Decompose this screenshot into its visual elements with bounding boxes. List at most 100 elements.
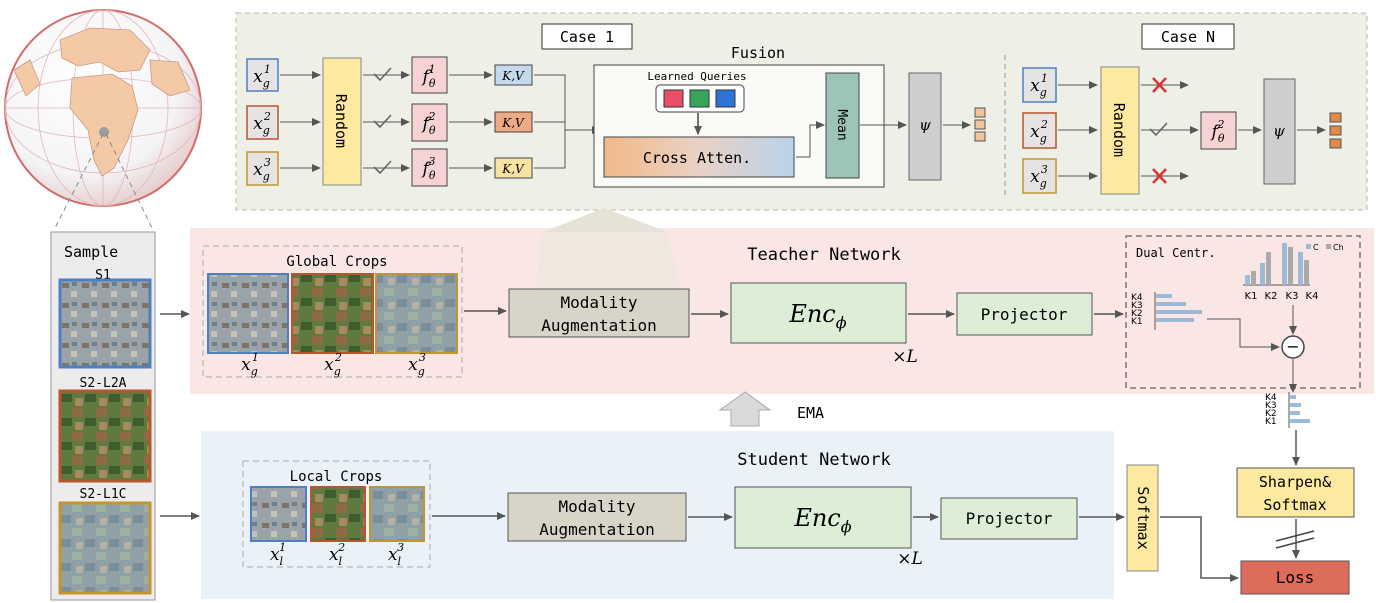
case1-encoder-3: fθ3: [411, 148, 448, 187]
zoom-funnel-lower: [535, 232, 680, 290]
teacher-repeat-label: ×L: [892, 347, 918, 367]
sharpen-line2: Softmax: [1263, 496, 1326, 514]
caseN-output-token-2: [1329, 125, 1342, 136]
student-softmax-label: Softmax: [1134, 486, 1152, 549]
svg-text:K1: K1: [1131, 317, 1143, 327]
hist-k1: K1: [1245, 291, 1258, 302]
legend-c: C: [1313, 243, 1319, 252]
student-title: Student Network: [737, 450, 891, 470]
stop-gradient-icon: [1275, 530, 1315, 549]
sharpen-softmax-block: [1236, 467, 1355, 518]
student-repeat-label: ×L: [897, 549, 923, 569]
check-icon: [373, 114, 392, 129]
sample-title: Sample: [64, 243, 118, 261]
teacher-projector: [956, 292, 1093, 336]
caseN-psi-symbol: ψ: [1273, 122, 1285, 140]
cross-icon: [1152, 168, 1167, 184]
caseN-input-3: xg3: [1022, 158, 1057, 194]
learned-queries-label: Learned Queries: [647, 70, 746, 83]
student-modality-aug-line2: Augmentation: [539, 520, 655, 539]
local-crop-label-3: xl3: [388, 541, 404, 568]
case1-random-label: Random: [332, 94, 350, 148]
sample-image-s1: [58, 278, 152, 369]
teacher-modality-aug-line2: Augmentation: [541, 316, 657, 335]
case1-encoder-1: fθ1: [411, 56, 448, 94]
case1-input-3: xg3: [246, 151, 279, 186]
check-icon: [373, 67, 392, 82]
check-icon: [1149, 122, 1168, 137]
caseN-encoder: fθ2: [1200, 111, 1237, 150]
caseN-label: Case N: [1161, 28, 1215, 46]
minus-symbol: −: [1286, 337, 1299, 356]
svg-text:K2: K2: [1131, 309, 1143, 319]
global-crops-group: [202, 245, 463, 378]
student-softmax: [1126, 464, 1159, 572]
kv-label-3: K,V: [501, 162, 525, 176]
student-modality-augmentation: [507, 492, 687, 542]
case1-input-1: xg1: [246, 58, 279, 92]
query-token-blue: [715, 89, 736, 108]
global-crop-2: [291, 273, 374, 354]
case1-input-2: xg2: [246, 105, 279, 140]
ema-label: EMA: [797, 404, 824, 422]
svg-text:xg3: xg3: [1030, 163, 1048, 190]
student-encoder-label: Encϕ: [793, 504, 851, 536]
svg-text:K1: K1: [1265, 417, 1277, 427]
svg-text:fθ2: fθ2: [421, 110, 436, 137]
hist-k2: K2: [1265, 291, 1278, 302]
svg-text:fθ3: fθ3: [421, 155, 436, 182]
sample-label-s2-l1c: S2-L1C: [80, 487, 127, 502]
hist-k4: K4: [1306, 291, 1319, 302]
local-crop-2: [310, 486, 366, 542]
teacher-modality-aug-line1: Modality: [560, 293, 637, 312]
minus-operator-icon: [1281, 335, 1305, 359]
cross-icon: [1152, 77, 1167, 93]
fusion-label: Fusion: [731, 44, 785, 62]
local-crop-1: [250, 486, 307, 542]
teacher-projector-label: Projector: [981, 305, 1068, 324]
kv-token-3: [494, 157, 533, 179]
loss-block: [1240, 560, 1350, 595]
legend-ch: Ch: [1333, 243, 1344, 252]
svg-text:K3: K3: [1265, 401, 1277, 411]
global-crop-1: [207, 273, 289, 354]
kv-label-2: K,V: [501, 116, 525, 130]
student-projector-label: Projector: [966, 509, 1053, 528]
student-encoder: [734, 486, 912, 549]
caseN-random-label: Random: [1110, 103, 1128, 157]
case1-encoder-2: fθ2: [411, 103, 448, 142]
centered-histogram: [1288, 392, 1310, 428]
horizontal-histogram: [1154, 292, 1202, 330]
case1-psi-symbol: ψ: [919, 116, 931, 134]
caseN-output-token-1: [1329, 112, 1342, 123]
global-crop-label-1: xg1: [241, 351, 259, 378]
svg-text:xg2: xg2: [1030, 118, 1048, 145]
output-token-3: [974, 131, 986, 142]
local-crops-label: Local Crops: [290, 469, 383, 485]
output-token-1: [974, 107, 986, 118]
sample-label-s2-l2a: S2-L2A: [80, 376, 127, 391]
cross-attention-label: Cross Atten.: [643, 149, 751, 167]
svg-text:xg1: xg1: [1030, 72, 1048, 99]
teacher-encoder-label: Encϕ: [788, 300, 846, 332]
svg-text:xg2: xg2: [253, 110, 271, 137]
check-icon: [373, 160, 392, 175]
local-crop-label-2: xl2: [329, 541, 345, 568]
ema-arrow-icon: [718, 391, 772, 427]
svg-text:K3: K3: [1131, 301, 1143, 311]
teacher-modality-augmentation: [508, 288, 690, 338]
local-crops-group: [242, 460, 431, 568]
case1-psi-block: [908, 72, 942, 181]
mean-block: [825, 72, 860, 179]
mean-label: Mean: [834, 109, 849, 140]
case1-random-block: [322, 57, 362, 186]
svg-text:K4: K4: [1265, 393, 1277, 403]
global-crops-label: Global Crops: [286, 254, 387, 270]
teacher-title: Teacher Network: [747, 245, 901, 265]
cross-attention-block: [603, 136, 795, 178]
global-crop-3: [375, 273, 458, 354]
caseN-input-2: xg2: [1022, 112, 1057, 149]
student-projector: [940, 497, 1078, 540]
kv-label-1: K,V: [501, 69, 525, 83]
svg-text:K2: K2: [1265, 409, 1277, 419]
